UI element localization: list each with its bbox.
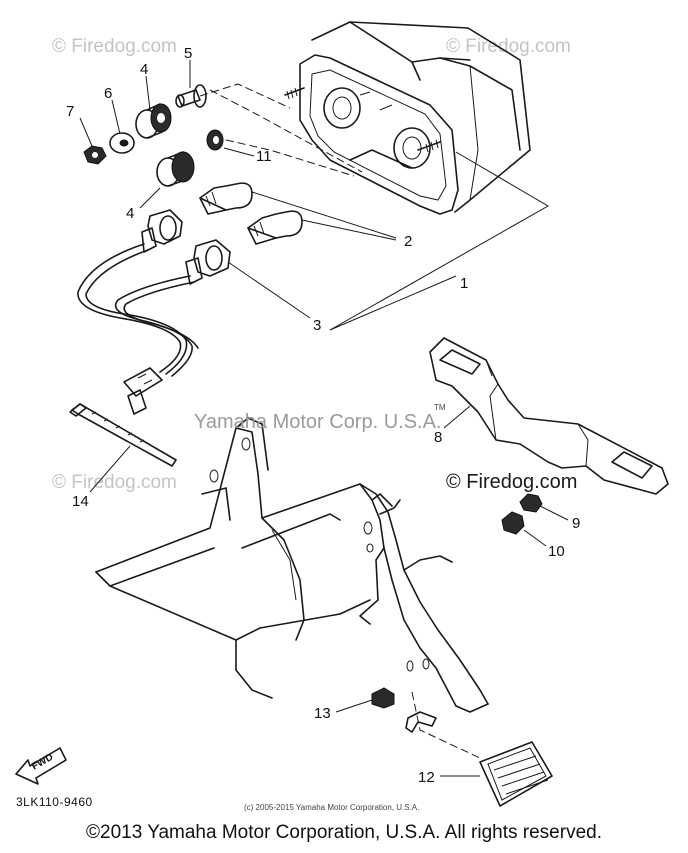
watermark-mid-left: © Firedog.com	[52, 472, 177, 493]
callout-1: 1	[460, 275, 468, 292]
reflector-stay	[405, 711, 437, 733]
callout-10: 10	[548, 543, 565, 560]
bulb-2-lower	[247, 210, 303, 245]
callout-2: 2	[404, 233, 412, 250]
reflector-12	[479, 741, 553, 807]
diagram-code: 3LK110-9460	[16, 795, 93, 809]
footer-copyright: ©2013 Yamaha Motor Corporation, U.S.A. A…	[86, 822, 602, 843]
callout-7: 7	[66, 103, 74, 120]
wire-harness	[77, 243, 199, 415]
callout-4-lower: 4	[126, 205, 134, 222]
leader-lines	[79, 60, 569, 777]
callout-12: 12	[418, 769, 435, 786]
callout-1-line	[329, 275, 457, 331]
bulb-2-upper	[199, 182, 253, 215]
callout-4-upper: 4	[140, 61, 148, 78]
callout-9: 9	[572, 515, 580, 532]
small-copyright: (c) 2005-2015 Yamaha Motor Corporation, …	[244, 803, 419, 812]
grommet-13	[371, 687, 395, 709]
callout-1-bracket	[329, 151, 549, 331]
callout-11: 11	[256, 148, 272, 165]
cable-tie-14	[69, 403, 177, 467]
socket-lower	[185, 239, 231, 285]
nut-7	[83, 145, 107, 165]
watermark-top-right: © Firedog.com	[446, 36, 571, 57]
license-bracket-8	[429, 337, 669, 495]
washer-6	[109, 132, 135, 154]
collar-5	[175, 84, 207, 108]
grommet-11	[206, 129, 224, 151]
rear-fender-bracket	[95, 417, 489, 713]
watermark-tm: TM	[434, 403, 446, 412]
socket-upper	[141, 209, 183, 253]
damper-4-upper	[135, 103, 172, 139]
assembly-lines	[199, 83, 481, 759]
callout-3: 3	[313, 317, 321, 334]
callout-14: 14	[72, 493, 89, 510]
callout-13: 13	[314, 705, 331, 722]
watermark-mid-right: © Firedog.com	[446, 471, 577, 493]
callout-8: 8	[434, 429, 442, 446]
watermark-top-left: © Firedog.com	[52, 36, 177, 57]
tail-light-housing	[284, 21, 531, 215]
callout-5: 5	[184, 45, 192, 62]
watermark-center: Yamaha Motor Corp. U.S.A.	[194, 411, 442, 433]
callout-6: 6	[104, 85, 112, 102]
fwd-arrow: FWD	[15, 747, 67, 785]
damper-4-lower	[156, 151, 195, 187]
nut-10	[501, 511, 525, 535]
nut-9	[519, 493, 543, 513]
